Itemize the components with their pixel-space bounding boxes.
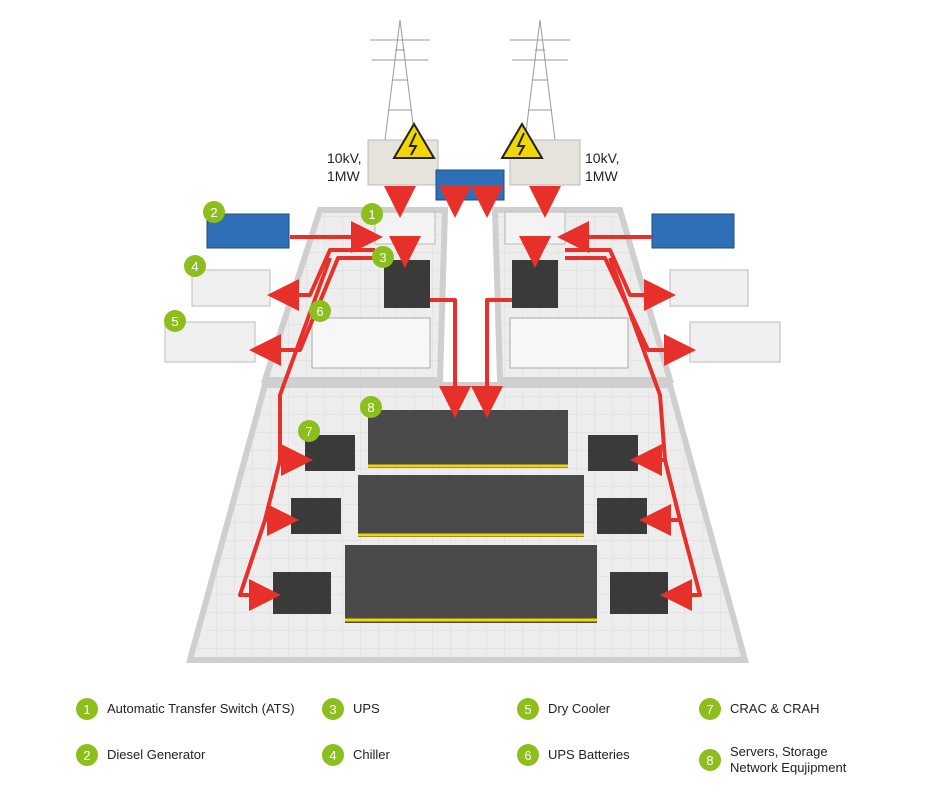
legend-item-generator: 2 Diesel Generator [76,744,205,766]
legend-badge: 4 [322,744,344,766]
chiller-icon [191,269,271,307]
legend-badge: 2 [76,744,98,766]
power-label-power: 1MW [327,168,360,184]
legend-label: CRAC & CRAH [730,701,820,716]
legend-label: Servers, Storage Network Equjipment [730,744,846,776]
badge-8: 8 [360,396,382,418]
badge-4: 4 [184,255,206,277]
warning-high-voltage-icon [500,122,544,159]
svg-text:7: 7 [305,424,312,439]
legend-badge: 3 [322,698,344,720]
chiller-icon [669,269,749,307]
legend-badge: 6 [517,744,539,766]
generator-icon [435,169,505,201]
ups-icon [384,260,430,308]
battery-rack-icon [311,317,431,369]
ups-icon [512,260,558,308]
power-label-voltage: 10kV, [585,150,620,166]
legend-label: UPS [353,701,380,716]
svg-text:4: 4 [191,259,198,274]
svg-text:8: 8 [367,400,374,415]
pylon-icon [370,19,430,141]
legend-item-chiller: 4 Chiller [322,744,390,766]
ats-icon [374,211,436,245]
power-label-voltage: 10kV, [327,150,362,166]
crac-unit-icon [610,572,668,614]
legend-badge: 8 [699,749,721,771]
legend-item-dry-cooler: 5 Dry Cooler [517,698,610,720]
legend-label: Chiller [353,747,390,762]
legend-label-line1: Servers, Storage [730,744,828,759]
battery-rack-icon [509,317,629,369]
svg-text:3: 3 [379,250,386,265]
legend-item-batteries: 6 UPS Batteries [517,744,630,766]
pylon-icon [510,19,570,141]
badge-5: 5 [164,310,186,332]
legend-item-ats: 1 Automatic Transfer Switch (ATS) [76,698,295,720]
crac-unit-icon [588,435,638,471]
legend-badge: 1 [76,698,98,720]
badge-3: 3 [372,246,394,268]
legend-label-line2: Network Equjipment [730,760,847,775]
legend-item-ups: 3 UPS [322,698,380,720]
ats-icon [504,211,566,245]
legend-item-crac: 7 CRAC & CRAH [699,698,820,720]
badge-6: 6 [309,300,331,322]
data-center-diagram: 1 2 3 4 5 6 7 8 [164,19,781,663]
crac-unit-icon [273,572,331,614]
svg-text:5: 5 [171,314,178,329]
legend: 1 Automatic Transfer Switch (ATS) 2 Dies… [0,680,940,799]
legend-label: Dry Cooler [548,701,611,716]
crac-unit-icon [597,498,647,534]
legend-label: Automatic Transfer Switch (ATS) [107,701,295,716]
legend-badge: 7 [699,698,721,720]
svg-text:2: 2 [210,205,217,220]
badge-1: 1 [361,203,383,225]
legend-label: Diesel Generator [107,747,206,762]
dry-cooler-icon [689,321,781,363]
warning-high-voltage-icon [392,122,436,159]
generator-icon [651,213,735,249]
svg-text:6: 6 [316,304,323,319]
power-label-right: 10kV, 1MW [585,149,620,185]
server-rack-icon [345,410,597,623]
badge-2: 2 [203,201,225,223]
crac-unit-icon [291,498,341,534]
legend-label: UPS Batteries [548,747,630,762]
legend-badge: 5 [517,698,539,720]
badge-7: 7 [298,420,320,442]
legend-item-servers: 8 Servers, Storage Network Equjipment [699,744,846,776]
power-label-left: 10kV, 1MW [327,149,362,185]
power-label-power: 1MW [585,168,618,184]
svg-text:1: 1 [368,207,375,222]
